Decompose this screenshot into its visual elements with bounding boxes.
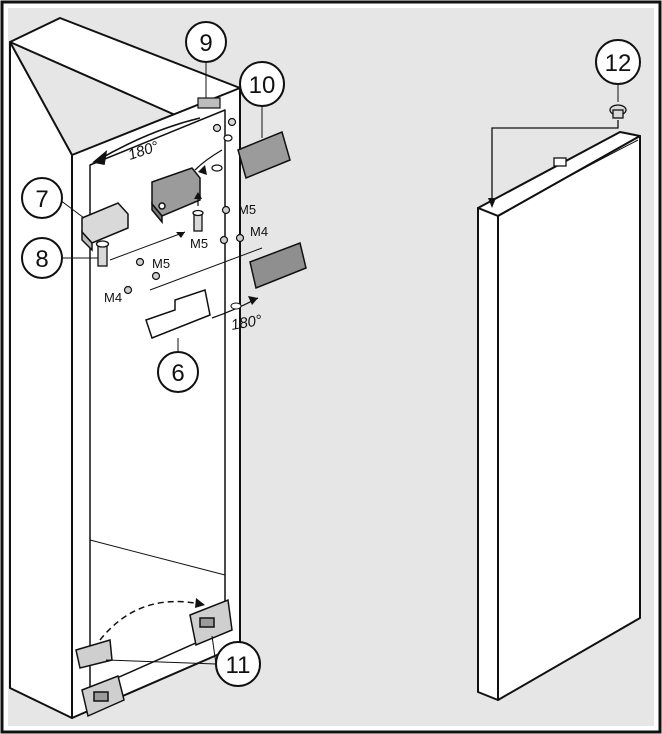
callout-8-number: 8 [35, 246, 48, 273]
callout-12-number: 12 [605, 50, 632, 77]
callout-12: 12 [595, 39, 641, 85]
callout-8: 8 [21, 237, 98, 279]
arrow-head-icon [198, 165, 207, 175]
cover-hole [211, 164, 223, 172]
callout-7: 7 [21, 177, 85, 219]
cover-panel-right [249, 241, 307, 290]
rotation-arc-top [97, 117, 201, 161]
door-side-edge [477, 207, 499, 701]
arrow-head-icon [194, 192, 202, 199]
rotation-label-mid: 180° [230, 312, 264, 334]
door-clip [553, 157, 567, 167]
screw-icon [123, 285, 133, 295]
bottom-hinge-front [81, 674, 125, 718]
callout-9-number: 9 [199, 30, 212, 57]
rotation-arrow-top [92, 117, 201, 165]
cover-panel-6 [145, 289, 211, 339]
door-cap-12 [609, 104, 627, 119]
arrow-head-icon [176, 232, 185, 238]
door-front [497, 135, 641, 701]
bottom-hinge-right [189, 598, 233, 647]
door [477, 131, 641, 701]
screw-label-m5-lower: M5 [152, 256, 170, 271]
callout-10-number: 10 [249, 72, 276, 99]
bottom-hinge-move-arc [99, 600, 206, 641]
screw-icon [135, 257, 145, 267]
cover-line [149, 247, 263, 291]
screw-icon [221, 205, 231, 215]
callout-9: 9 [185, 21, 227, 98]
panel-hole [230, 302, 242, 310]
inner-bottom-edge [89, 539, 226, 576]
hinge-bracket-7 [81, 202, 129, 252]
screw-label-m4-upper: M4 [250, 224, 268, 239]
hinge-bracket-top [151, 167, 201, 225]
callout-6: 6 [157, 338, 199, 393]
screw-icon [235, 233, 245, 243]
door-top-bevel [499, 139, 639, 216]
cap-move-line [491, 120, 619, 204]
pin-move-line [109, 231, 186, 261]
screw-label-m5-upper: M5 [238, 202, 256, 217]
arrow-head-icon [92, 150, 108, 165]
arrow-head-icon [195, 598, 205, 608]
hinge-pin-center [192, 209, 204, 232]
screw-label-m4-lower: M4 [104, 290, 122, 305]
arrow-head-icon [248, 296, 258, 305]
screws-9 [197, 97, 237, 142]
screw-icon [151, 271, 161, 281]
arrow-head-icon [488, 198, 496, 208]
callout-11: 11 [105, 635, 261, 687]
callout-11-number: 11 [226, 652, 251, 679]
bracket-arrow [194, 149, 223, 171]
screw-icon [219, 235, 229, 245]
screw-cluster [123, 205, 245, 295]
screw-label-m5-mid: M5 [190, 236, 208, 251]
callout-10: 10 [239, 61, 285, 138]
callout-7-number: 7 [35, 186, 48, 213]
hinge-pin-8 [95, 240, 110, 267]
callout-6-number: 6 [171, 360, 184, 387]
cover-panel-10 [237, 130, 291, 180]
cabinet-left-side [9, 41, 73, 719]
